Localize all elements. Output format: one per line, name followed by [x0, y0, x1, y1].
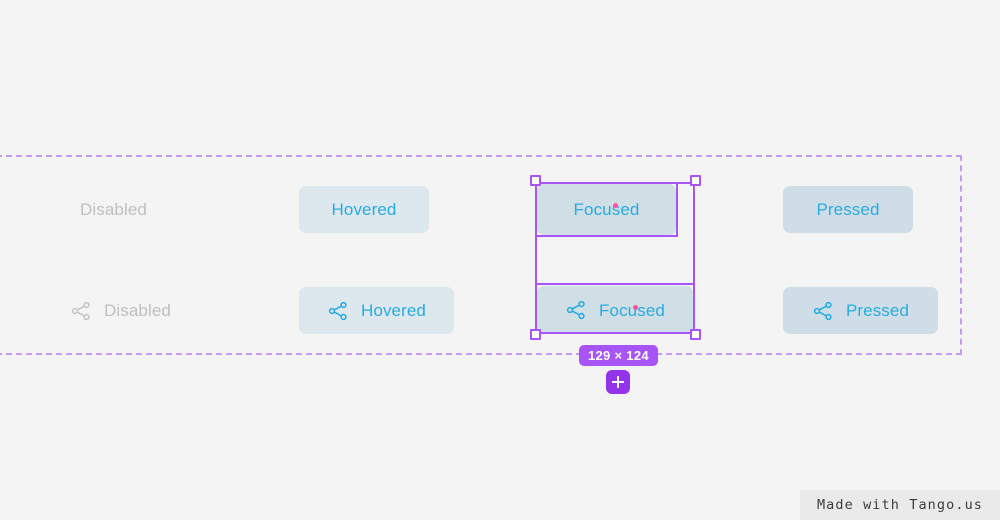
button-focused-icon-text[interactable]: Focused — [537, 286, 693, 334]
selection-handle-top-left[interactable] — [530, 175, 541, 186]
button-pressed-icon-text[interactable]: Pressed — [783, 287, 938, 334]
selection-handle-bottom-right[interactable] — [690, 329, 701, 340]
selection-size-badge: 129 × 124 — [579, 345, 658, 366]
button-hovered-icon-text[interactable]: Hovered — [299, 287, 454, 334]
button-label: Pressed — [845, 301, 910, 320]
add-frame-button[interactable] — [606, 370, 630, 394]
button-label: Focused — [573, 200, 640, 219]
button-hovered-text[interactable]: Hovered — [299, 186, 429, 233]
anchor-dot-bottom — [633, 305, 638, 310]
tango-watermark: Made with Tango.us — [800, 490, 1000, 520]
share-icon — [70, 300, 92, 322]
share-icon — [812, 300, 834, 322]
anchor-dot-top — [613, 203, 618, 208]
button-pressed-text[interactable]: Pressed — [783, 186, 913, 233]
button-label: Hovered — [361, 301, 426, 320]
button-label: Disabled — [104, 301, 171, 320]
button-focused-text[interactable]: Focused — [537, 184, 676, 235]
button-label: Pressed — [816, 200, 880, 219]
selection-handle-bottom-left[interactable] — [530, 329, 541, 340]
button-disabled-icon-text[interactable]: Disabled — [70, 287, 220, 334]
button-label: Hovered — [331, 200, 397, 219]
plus-icon — [611, 375, 625, 389]
button-disabled-text[interactable]: Disabled — [80, 186, 190, 233]
share-icon — [327, 300, 349, 322]
button-states-group-frame[interactable] — [0, 155, 962, 355]
button-label: Disabled — [80, 200, 147, 219]
selection-handle-top-right[interactable] — [690, 175, 701, 186]
button-label: Focused — [599, 300, 665, 320]
share-icon — [565, 299, 587, 321]
